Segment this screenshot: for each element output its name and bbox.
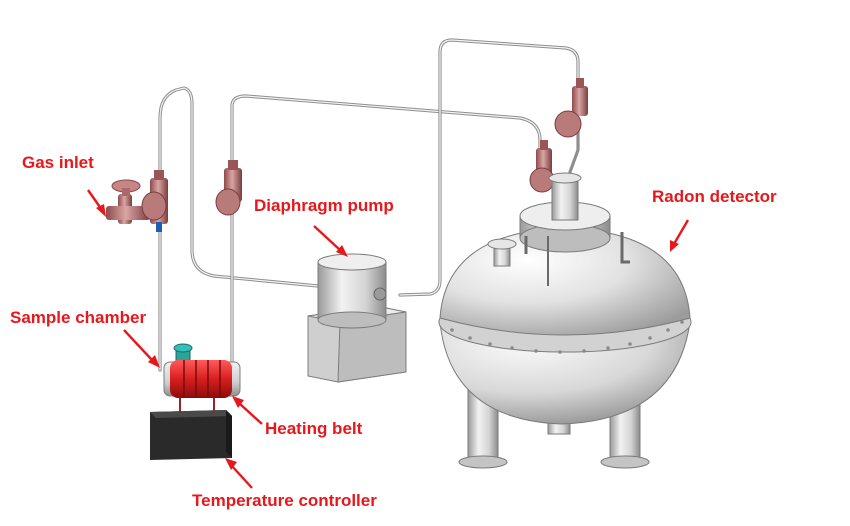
- pump-inlet-valve: [215, 160, 242, 216]
- detector-valves: [529, 78, 588, 193]
- arrow-sample-chamber: [123, 329, 160, 368]
- arrow-temperature-controller: [225, 458, 253, 489]
- label-radon-detector: Radon detector: [652, 187, 777, 206]
- label-temperature-controller: Temperature controller: [192, 491, 377, 510]
- arrow-heating-belt: [232, 396, 263, 425]
- label-gas-inlet: Gas inlet: [22, 153, 94, 172]
- callout-arrows: [87, 189, 690, 489]
- label-heating-belt: Heating belt: [265, 419, 363, 438]
- sample-chamber: [163, 343, 241, 412]
- radon-detector: [438, 172, 692, 469]
- label-diaphragm-pump: Diaphragm pump: [254, 196, 394, 215]
- arrow-gas-inlet: [87, 189, 106, 217]
- label-sample-chamber: Sample chamber: [10, 308, 147, 327]
- temperature-controller: [150, 410, 232, 460]
- gas-inlet-valve: [106, 170, 168, 232]
- tubing: [158, 38, 580, 372]
- arrow-radon-detector: [670, 219, 690, 252]
- heating-belt: [170, 360, 232, 398]
- arrow-diaphragm-pump: [313, 225, 348, 257]
- diaphragm-pump: [307, 253, 407, 383]
